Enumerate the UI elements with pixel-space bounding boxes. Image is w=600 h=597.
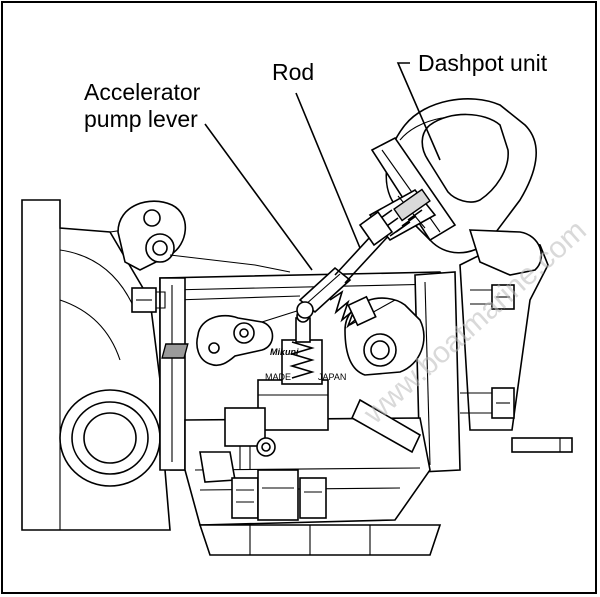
intake-manifold <box>21 199 176 531</box>
accelerator-label-line1: Accelerator <box>84 79 201 105</box>
rod-leader <box>295 92 361 249</box>
dashpot-unit <box>358 98 543 276</box>
bolt-right-upper <box>470 284 515 310</box>
throttle-shaft <box>511 437 573 453</box>
accelerator-pump-lever <box>196 309 301 367</box>
logo-text: Mikuni <box>270 347 299 357</box>
accelerator-leader <box>204 123 313 271</box>
japan-marking: JAPAN <box>318 372 346 382</box>
dashpot-unit-label: Dashpot unit <box>418 50 548 76</box>
linkage-rod <box>296 209 406 329</box>
leader-lines <box>204 62 441 271</box>
bolt-right-lower <box>460 387 515 419</box>
accelerator-label-line2: pump lever <box>84 106 198 132</box>
upper-bracket <box>117 200 291 273</box>
body-markings: Mikuni MADE JAPAN <box>161 343 346 382</box>
bolt-left <box>131 287 166 313</box>
made-marking: MADE <box>265 372 291 382</box>
dashpot-leader <box>396 62 441 161</box>
rod-label: Rod <box>272 59 314 85</box>
pump-housing <box>224 309 329 470</box>
